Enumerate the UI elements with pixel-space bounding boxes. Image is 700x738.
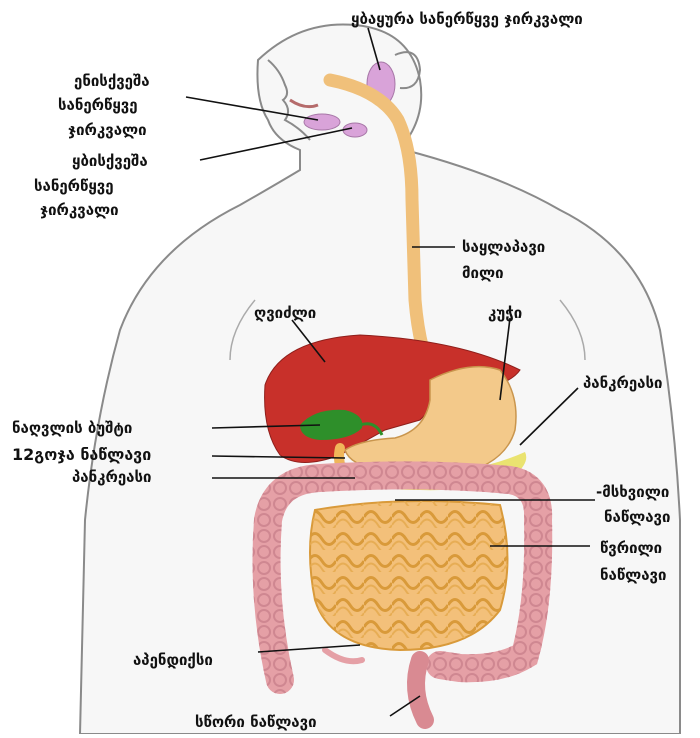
label-esophagus-1: საყლაპავი: [462, 238, 545, 256]
label-stomach: კუჭი: [488, 304, 522, 322]
submandibular-gland: [343, 123, 367, 137]
label-large-intestine-2: ნაწლავი: [604, 508, 670, 526]
label-submandibular-3: ჯირკვალი: [40, 201, 119, 219]
label-duodenum: 12გოჯა ნაწლავი: [12, 445, 151, 464]
rectum: [416, 660, 425, 720]
label-rectum: სწორი ნაწლავი: [195, 713, 317, 731]
label-liver: ღვიძლი: [254, 304, 316, 322]
label-esophagus-2: მილი: [462, 264, 504, 282]
label-sublingual-3: ჯირკვალი: [68, 121, 147, 139]
label-submandibular-1: ყბისქვეშა: [72, 152, 148, 170]
label-small-intestine-1: წვრილი: [600, 539, 662, 557]
label-pancreas-left: პანკრეასი: [72, 468, 151, 486]
label-submandibular-2: სანერწყვე: [34, 177, 114, 195]
label-gallbladder: ნაღვლის ბუშტი: [12, 419, 132, 437]
label-sublingual-2: სანერწყვე: [58, 96, 138, 114]
sublingual-gland: [304, 114, 340, 130]
label-pancreas-right: პანკრეასი: [583, 374, 662, 392]
label-parotid: ყბაყურა სანერწყვე ჯირკვალი: [351, 10, 583, 28]
label-appendix: აპენდიქსი: [133, 651, 213, 669]
label-small-intestine-2: ნაწლავი: [600, 566, 666, 584]
label-sublingual-1: ენისქვეშა: [74, 72, 150, 90]
label-large-intestine-1: -მსხვილი: [596, 483, 669, 501]
